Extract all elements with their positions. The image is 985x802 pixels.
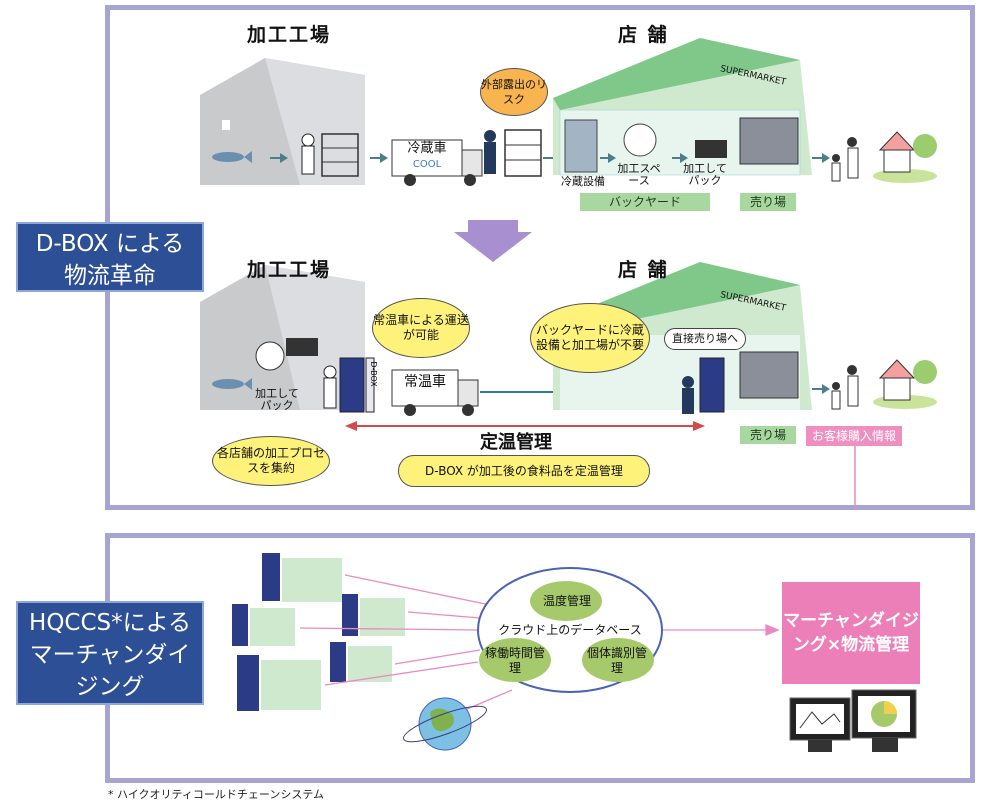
ambient-bubble: 常温車による運送が可能: [372, 298, 470, 358]
backyard-tag: バックヤード: [580, 193, 710, 211]
cold-storage-icon: [564, 119, 598, 173]
footnote: * ハイクオリティコールドチェーンシステム: [108, 788, 325, 801]
id-mgmt-label: 個体識別管理: [586, 646, 647, 675]
database-label: クラウド上のデータベース: [498, 623, 642, 637]
store-unit-4: [237, 655, 321, 711]
display-case: [739, 117, 799, 165]
mid-pack-label: 加工してパック: [255, 387, 299, 412]
top-store-label: 店 舗: [618, 24, 669, 46]
reefer-truck-label: 冷蔵車: [407, 141, 447, 156]
temp-blob: [530, 581, 602, 621]
top-sales-tag: 売り場: [740, 193, 796, 211]
id-blob: [582, 638, 654, 682]
store-unit-3: [342, 594, 405, 636]
mid-factory-label: 加工工場: [247, 259, 332, 281]
temp-mgmt-label: 温度管理: [542, 594, 591, 608]
top-factory-label: 加工工場: [247, 24, 332, 46]
uptime-blob: [479, 638, 551, 682]
temp-control-label: 定温管理: [480, 432, 552, 453]
mid-sales-tag: 売り場: [740, 426, 796, 444]
section2-title: HQCCS*によるマーチャンダイジング: [16, 601, 204, 705]
direct-bubble: 直接売り場へ: [664, 328, 746, 350]
top-pack-label: 加工してパック: [683, 162, 727, 187]
cool-label: COOL: [412, 159, 442, 170]
down-arrow: [454, 220, 532, 262]
reefer-truck: [391, 139, 463, 177]
fish-icon: [212, 152, 244, 162]
mid-store-label: 店 舗: [618, 259, 669, 281]
backyard-bubble: バックヤードに冷蔵設備と加工場が不要: [530, 303, 650, 373]
cart-icon: [321, 133, 359, 177]
ambient-truck-label: 常温車: [404, 374, 446, 390]
aggregate-bubble: 各店舗の加工プロセスを集約: [212, 436, 330, 486]
merch-box: マーチャンダイジング×物流管理: [782, 582, 920, 684]
section1-title: D-BOX による物流革命: [16, 222, 204, 292]
cold-storage-label: 冷蔵設備: [561, 175, 605, 188]
risk-bubble: 外部露出のリスク: [480, 68, 548, 116]
ambient-truck: [391, 369, 459, 407]
process-space-label: 加工スペース: [617, 162, 661, 187]
dbox-unit: [339, 357, 365, 413]
uptime-label: 稼働時間管理: [484, 646, 545, 675]
customer-tag: お客様購入情報: [806, 426, 902, 446]
dbox-bubble: D-BOX が加工後の食料品を定温管理: [398, 455, 650, 487]
shopper-icon: [847, 137, 857, 147]
store-unit-1: [262, 553, 342, 602]
store-unit-2: [232, 604, 295, 646]
